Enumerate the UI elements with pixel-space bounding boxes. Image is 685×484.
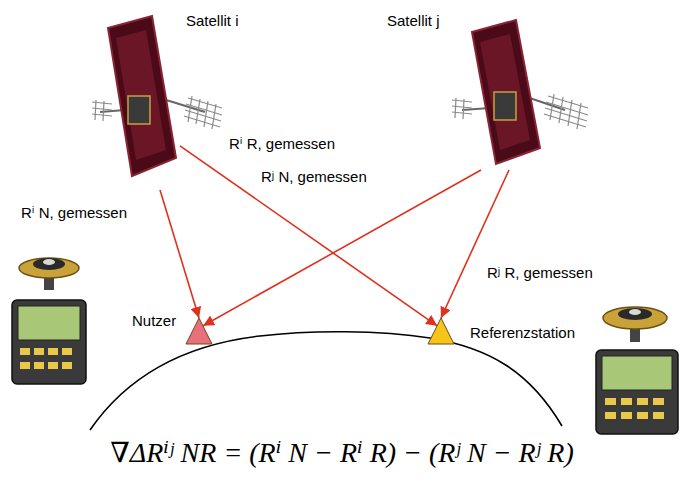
- formula-text: ∇ΔRⁱʲ NR = (Rⁱ N − Rⁱ R) − (Rʲ N − Rʲ R): [106, 436, 577, 470]
- node-label: Satellit i: [186, 12, 239, 30]
- triangle-shape: [186, 318, 212, 344]
- node-label: Nutzer: [132, 312, 176, 330]
- node-label: Satellit j: [387, 12, 440, 30]
- signal-path: [203, 170, 481, 326]
- receiver-picture: [12, 258, 86, 384]
- position-marker: Nutzer: [186, 318, 212, 344]
- distance-label: Rⁱ N, gemessen: [18, 204, 130, 223]
- position-marker: Referenzstation: [428, 318, 454, 344]
- receiver-picture: [596, 307, 678, 434]
- triangle-shape: [428, 318, 454, 344]
- distance-label: Rʲ N, gemessen: [258, 168, 370, 187]
- triangle-outline: [186, 318, 212, 344]
- node-label: Referenzstation: [470, 324, 575, 342]
- triangle-outline: [428, 318, 454, 344]
- satellite-picture: [452, 20, 588, 164]
- satellite-picture: [92, 16, 222, 176]
- signal-path: [160, 190, 199, 318]
- signal-path: [180, 146, 437, 326]
- satellite-node: Satellit i: [100, 20, 180, 190]
- satellite-node: Satellit j: [465, 20, 545, 170]
- distance-label: Rⁱ R, gemessen: [226, 135, 338, 154]
- distance-label: Rʲ R, gemessen: [484, 264, 596, 283]
- earth-surface: [90, 332, 562, 430]
- signal-path: [441, 170, 509, 318]
